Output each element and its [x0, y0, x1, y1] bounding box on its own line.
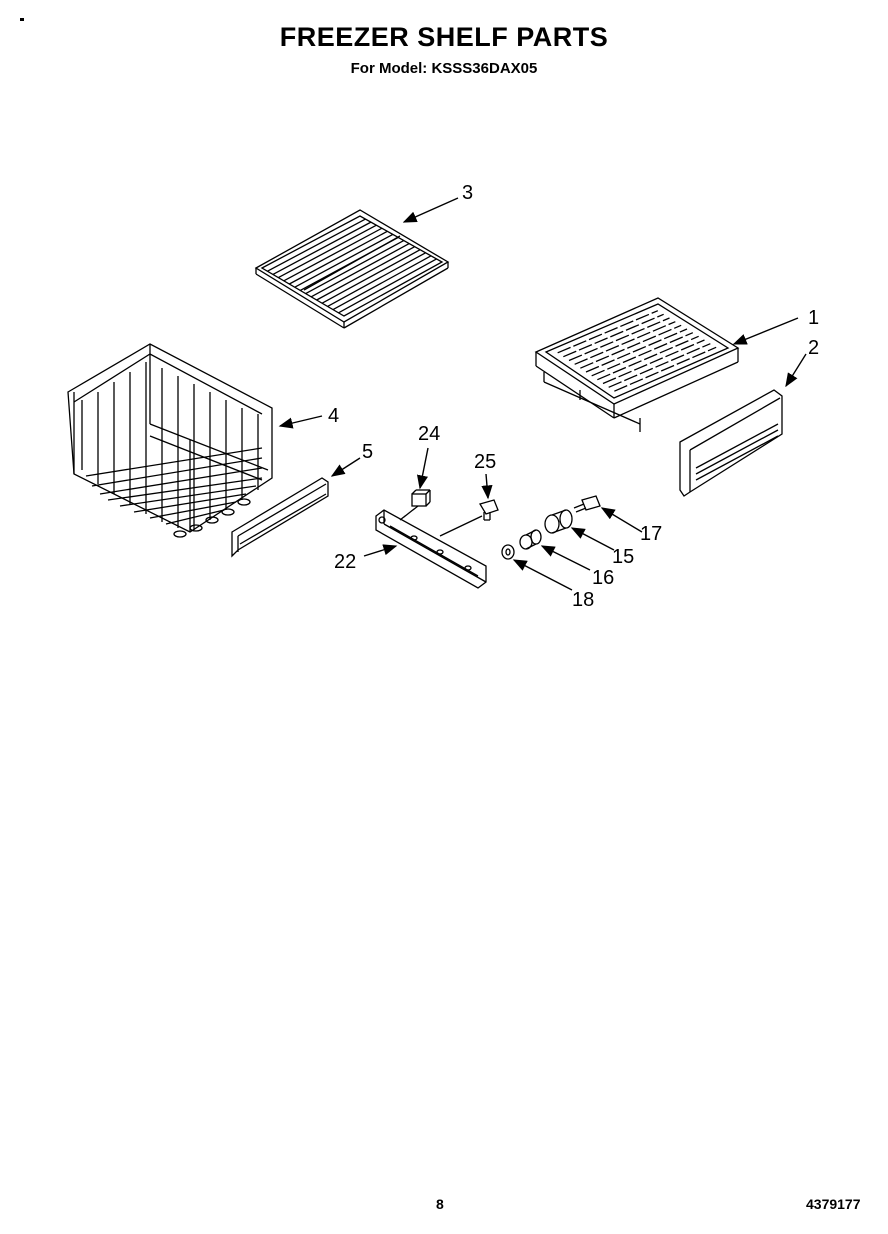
page-title: FREEZER SHELF PARTS — [279, 22, 609, 52]
bushing-part-16 — [519, 529, 542, 550]
corner-mark — [20, 18, 24, 21]
basket-trim-part-5 — [231, 477, 329, 558]
model-subtitle: For Model: KSSS36DAX05 — [350, 60, 538, 77]
callout-17: 17 — [640, 523, 662, 545]
washer-part-18 — [501, 544, 515, 560]
callout-15: 15 — [612, 546, 634, 568]
screw-part-25 — [439, 499, 499, 537]
roller-part-15 — [544, 509, 573, 534]
callout-2: 2 — [808, 337, 819, 359]
callout-16: 16 — [592, 567, 614, 589]
screw-part-17 — [573, 495, 601, 513]
wire-basket-part-4 — [67, 343, 273, 538]
shelf-trim-part-2 — [679, 389, 783, 497]
bumper-part-24 — [399, 489, 431, 521]
callout-3: 3 — [462, 182, 473, 204]
callout-18: 18 — [572, 589, 594, 611]
callout-4: 4 — [328, 405, 339, 427]
slide-rail-part-22 — [375, 509, 487, 589]
wire-shelf-part-3 — [254, 209, 450, 329]
callout-25: 25 — [474, 451, 496, 473]
callout-5: 5 — [362, 441, 373, 463]
callout-24: 24 — [418, 423, 440, 445]
shelf-part-1 — [534, 297, 740, 432]
page-number: 8 — [436, 1196, 444, 1212]
callout-1: 1 — [808, 307, 819, 329]
callout-22: 22 — [334, 551, 356, 573]
leader-lines — [278, 197, 807, 591]
document-number: 4379177 — [806, 1196, 861, 1212]
